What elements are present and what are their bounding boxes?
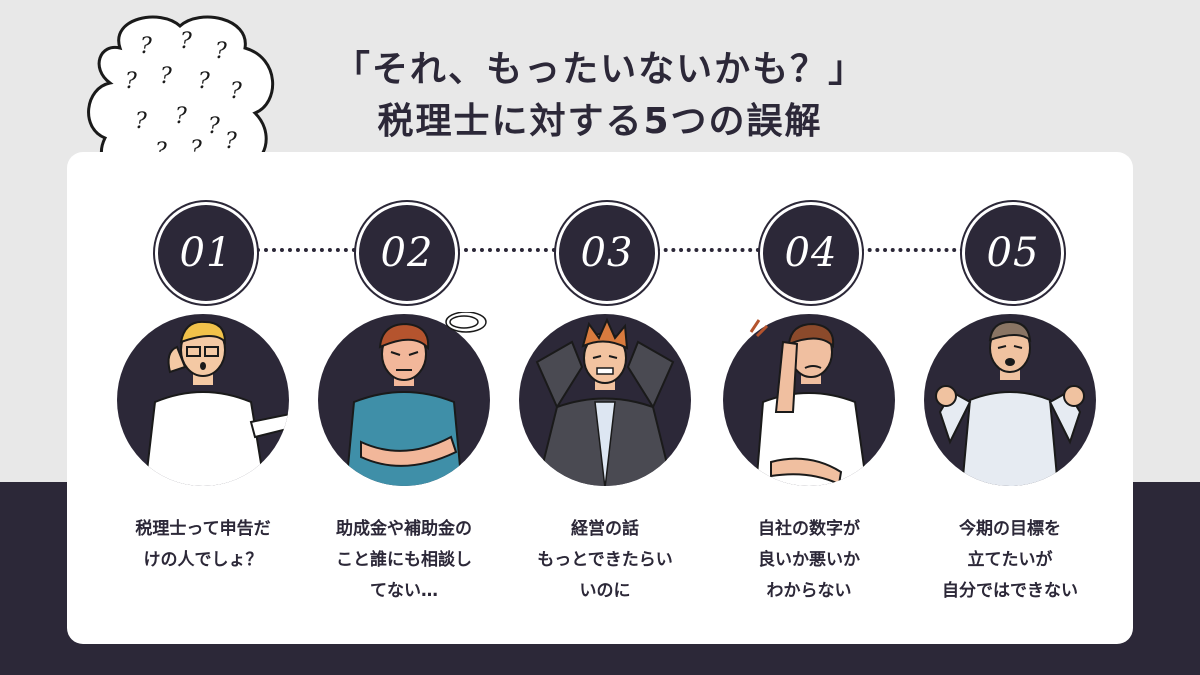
caption-04: 自社の数字が 良いか悪いか わからない <box>709 514 909 607</box>
svg-text:?: ? <box>160 64 172 89</box>
caption-03-line-3: いのに <box>579 581 631 601</box>
worried-man-icon <box>723 314 895 486</box>
caption-02-line-3: てない… <box>370 581 438 601</box>
frustrated-man-icon <box>924 314 1096 486</box>
caption-02-line-2: こと誰にも相談し <box>336 550 472 570</box>
step-number-02: 02 <box>356 202 458 304</box>
caption-05-line-1: 今期の目標を <box>959 519 1061 539</box>
caption-01-line-2: けの人でしょ？ <box>143 550 263 570</box>
connector-2 <box>456 248 556 252</box>
title-line-1: 「それ、もったいないかも？」 <box>333 49 867 90</box>
caption-05-line-2: 立てたいが <box>967 550 1053 570</box>
stressed-man-icon <box>519 314 691 486</box>
svg-text:?: ? <box>225 129 237 154</box>
annoyed-man-icon <box>318 312 490 486</box>
svg-text:?: ? <box>140 34 152 59</box>
caption-02: 助成金や補助金の こと誰にも相談し てない… <box>304 514 504 607</box>
caption-01-line-1: 税理士って申告だ <box>135 519 271 539</box>
connector-4 <box>860 248 964 252</box>
svg-text:?: ? <box>198 69 210 94</box>
confused-man-icon <box>117 314 289 486</box>
caption-05-line-3: 自分ではできない <box>942 581 1078 601</box>
connector-1 <box>256 248 356 252</box>
caption-02-line-1: 助成金や補助金の <box>336 519 472 539</box>
caption-05: 今期の目標を 立てたいが 自分ではできない <box>910 514 1110 607</box>
svg-text:?: ? <box>125 69 137 94</box>
caption-03-line-2: もっとできたらい <box>537 550 673 570</box>
step-number-03: 03 <box>556 202 658 304</box>
svg-text:?: ? <box>230 79 242 104</box>
title-line-2: 税理士に対する5つの誤解 <box>377 101 823 142</box>
step-number-01: 01 <box>155 202 257 304</box>
connector-3 <box>656 248 760 252</box>
svg-text:?: ? <box>208 114 220 139</box>
caption-04-line-1: 自社の数字が <box>758 519 860 539</box>
caption-03-line-1: 経営の話 <box>571 519 639 539</box>
caption-01: 税理士って申告だ けの人でしょ？ <box>103 514 303 576</box>
caption-04-line-3: わからない <box>766 581 852 601</box>
svg-text:?: ? <box>180 29 192 54</box>
caption-03: 経営の話 もっとできたらい いのに <box>505 514 705 607</box>
caption-04-line-2: 良いか悪いか <box>758 550 860 570</box>
step-number-04: 04 <box>760 202 862 304</box>
svg-text:?: ? <box>215 39 227 64</box>
svg-text:?: ? <box>175 104 187 129</box>
svg-text:?: ? <box>135 109 147 134</box>
step-number-05: 05 <box>962 202 1064 304</box>
